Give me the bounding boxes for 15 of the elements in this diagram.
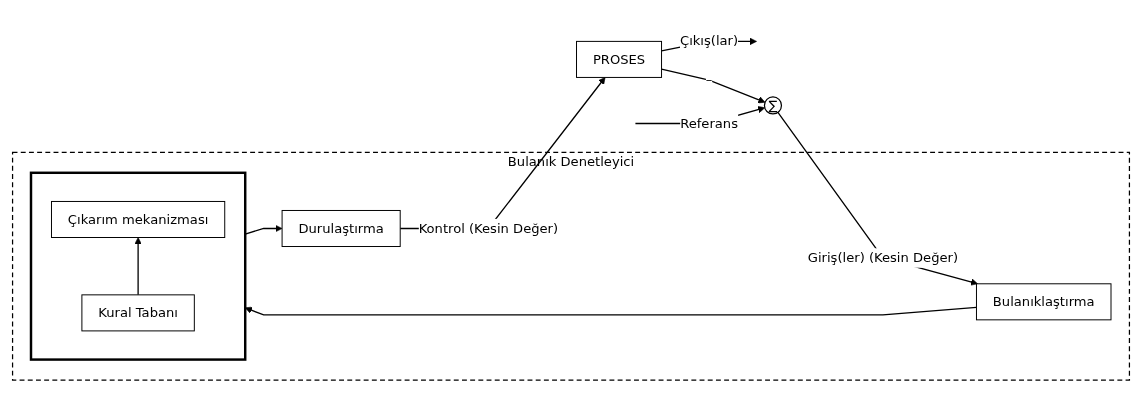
edge-label: Referans xyxy=(680,115,738,132)
node-box: PROSES xyxy=(576,41,663,79)
node-box: Bulanıklaştırma xyxy=(975,283,1112,321)
arrow xyxy=(660,68,766,104)
edge-label: Giriş(ler) (Kesin Değer) xyxy=(807,249,959,266)
arrow xyxy=(134,237,142,296)
edge-label: Çıkış(lar) xyxy=(679,33,739,49)
node-box: Durulaştırma xyxy=(281,210,401,248)
edge-label: – xyxy=(705,72,713,88)
edge-label: Kontrol (Kesin Değer) xyxy=(418,220,559,237)
cluster xyxy=(29,171,247,361)
arrow xyxy=(777,111,978,286)
node-box: Çıkarım mekanizması xyxy=(51,201,226,239)
node-box: Kural Tabanı xyxy=(81,294,195,332)
node-circle: ∑ xyxy=(763,96,783,115)
